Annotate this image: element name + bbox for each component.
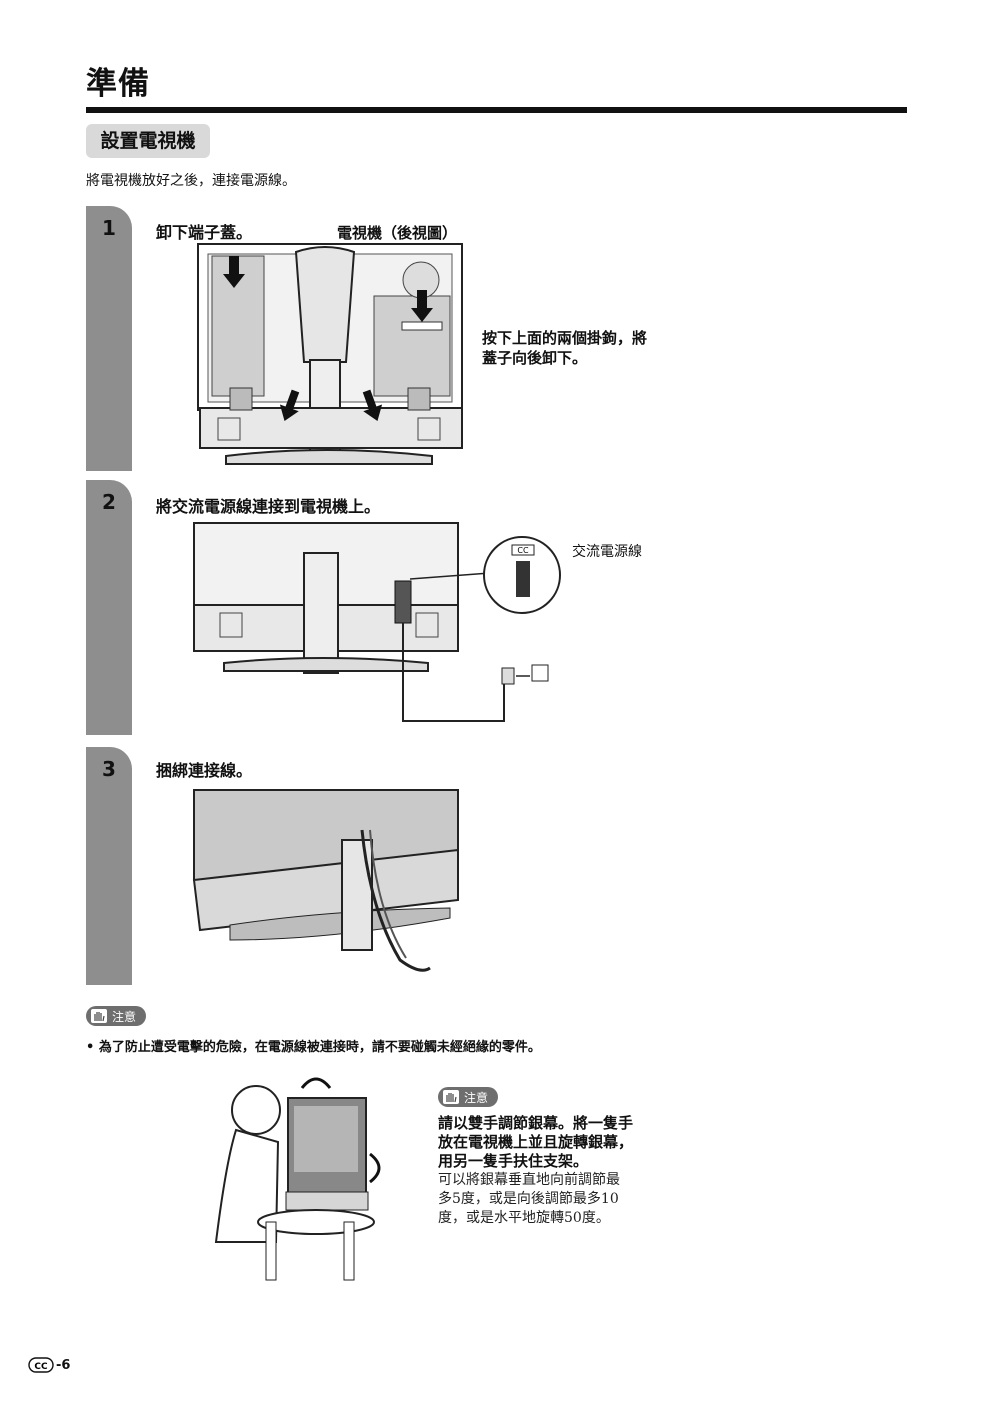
step-3-bar: 3 bbox=[86, 747, 132, 985]
note-label: 注意 bbox=[464, 1090, 489, 1105]
caution-badge: 注意 bbox=[86, 1006, 147, 1026]
step-1-heading: 卸下端子蓋。 bbox=[156, 223, 253, 242]
bullet-icon: • bbox=[86, 1040, 95, 1055]
step-1-bar: 1 bbox=[86, 206, 132, 471]
step-2-bar: 2 bbox=[86, 480, 132, 735]
cc-logo-icon: CC bbox=[28, 1357, 54, 1373]
adjust-screen-illustration bbox=[214, 1077, 381, 1281]
step-3-number: 3 bbox=[102, 757, 116, 781]
page-title: 準備 bbox=[86, 66, 150, 102]
step-2-callout: 交流電源線 bbox=[572, 544, 642, 560]
step-1-callout: 按下上面的兩個掛鉤，將 蓋子向後卸下。 bbox=[482, 329, 648, 367]
power-cord-illustration: CC bbox=[193, 522, 561, 722]
footer-badge-text: CC bbox=[34, 1362, 48, 1372]
hand-icon bbox=[91, 1009, 107, 1023]
rear-view-label: 電視機（後視圖） bbox=[337, 224, 458, 242]
caution-label: 注意 bbox=[112, 1009, 137, 1024]
caution-bullet: • 為了防止遭受電擊的危險，在電源線被連接時，請不要碰觸未經絕緣的零件。 bbox=[86, 1040, 541, 1055]
title-divider bbox=[86, 107, 907, 113]
hand-icon bbox=[443, 1090, 459, 1104]
tv-rear-illustration bbox=[197, 243, 463, 465]
note-text: 請以雙手調節銀幕。將一隻手 放在電視機上並且旋轉銀幕， 用另一隻手扶住支架。 可… bbox=[438, 1114, 634, 1226]
page-footer: CC -6 bbox=[28, 1357, 70, 1373]
inset-cc-badge: CC bbox=[517, 546, 529, 555]
note-badge: 注意 bbox=[438, 1087, 499, 1107]
cable-tie-illustration bbox=[192, 789, 459, 972]
intro-text: 將電視機放好之後，連接電源線。 bbox=[86, 173, 296, 189]
step-2-number: 2 bbox=[102, 490, 116, 514]
page-number: -6 bbox=[56, 1357, 71, 1373]
step-1-number: 1 bbox=[102, 216, 116, 240]
section-title: 設置電視機 bbox=[86, 124, 210, 158]
step-3-heading: 捆綁連接線。 bbox=[156, 761, 253, 780]
step-2-heading: 將交流電源線連接到電視機上。 bbox=[156, 497, 381, 516]
